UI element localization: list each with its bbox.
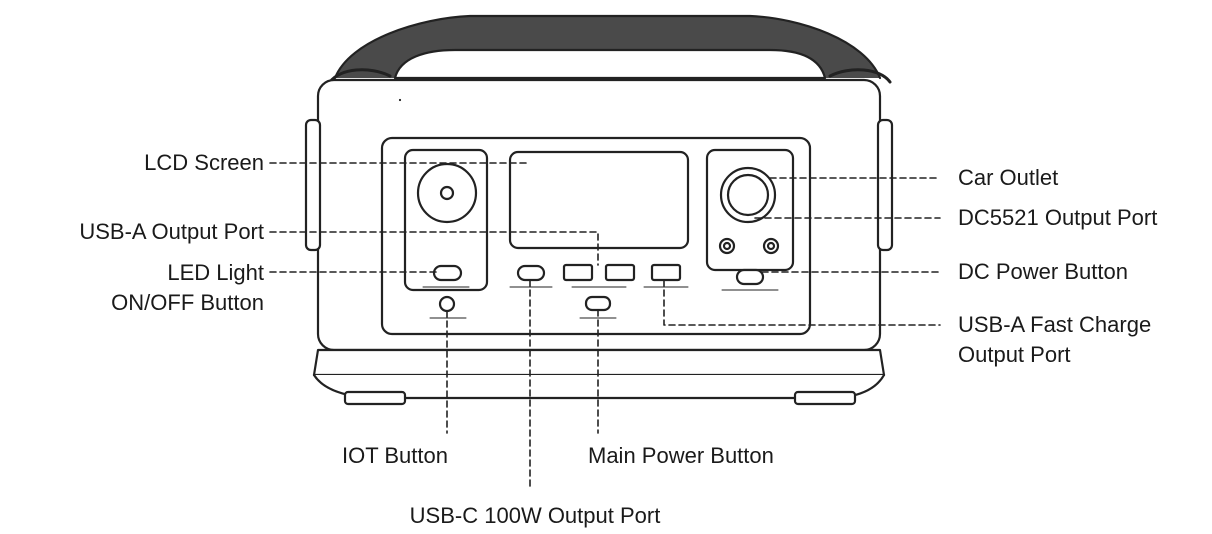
label-dc-power: DC Power Button (958, 259, 1128, 284)
label-lcd-screen: LCD Screen (144, 150, 264, 175)
label-car-outlet: Car Outlet (958, 165, 1059, 190)
front-panel (380, 136, 812, 336)
carry-handle (328, 14, 892, 84)
label-usb-a-fast-line2: Output Port (958, 342, 1071, 367)
label-dc5521-output: DC5521 Output Port (958, 205, 1158, 230)
leader-lines (269, 162, 941, 489)
label-led-light-line2: ON/OFF Button (111, 290, 264, 315)
label-usb-a-output: USB-A Output Port (79, 219, 264, 244)
label-usb-c-output: USB-C 100W Output Port (409, 503, 661, 528)
label-led-light-line1: LED Light (167, 260, 264, 285)
label-main-power: Main Power Button (588, 443, 774, 468)
label-iot-button: IOT Button (342, 443, 448, 468)
label-usb-a-fast-line1: USB-A Fast Charge (958, 312, 1152, 337)
